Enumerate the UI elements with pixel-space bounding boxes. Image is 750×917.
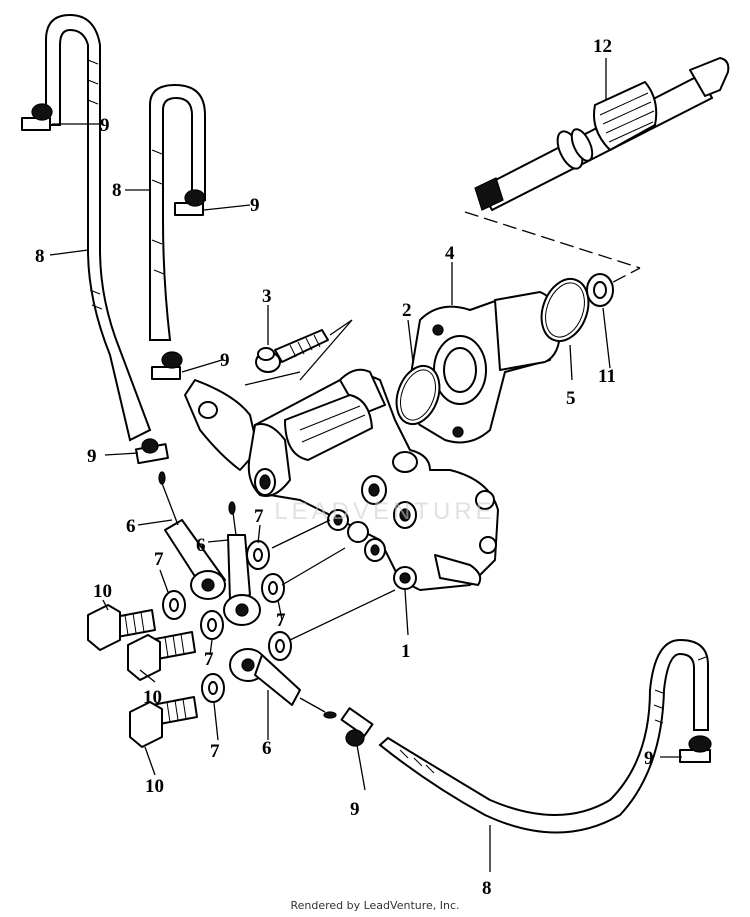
callout-9: 9 [250,195,260,216]
callout-11: 11 [598,366,616,387]
callout-5: 5 [566,388,576,409]
washer-7a [162,590,186,620]
callout-9: 9 [350,799,360,820]
oil-pump-body [184,368,499,591]
banjo-fitting-6c [229,648,337,719]
banjo-fitting-6b [223,501,261,626]
callout-6: 6 [262,738,272,759]
callout-8: 8 [35,246,45,267]
hose-clamp-9e [340,707,374,747]
hose-clamp-9f [679,735,712,763]
callout-8: 8 [112,180,122,201]
drive-shaft-gear [474,57,730,211]
bolt-3 [255,329,329,373]
banjo-fitting-6a [158,471,226,600]
callout-12: 12 [593,36,612,57]
callout-7: 7 [210,741,220,762]
washer-7c [201,673,225,703]
callout-2: 2 [402,300,412,321]
hose-clamp-9d [134,438,169,465]
callout-10: 10 [145,776,164,797]
oil-hose-left [45,13,152,442]
callout-9: 9 [644,748,654,769]
callout-9: 9 [100,115,110,136]
callout-7: 7 [204,649,214,670]
callout-10: 10 [93,581,112,602]
callout-7: 7 [276,610,286,631]
callout-7: 7 [254,506,264,527]
callout-9: 9 [87,446,97,467]
callout-1: 1 [401,641,411,662]
washer-7d [246,540,270,570]
oil-hose-middle [149,83,206,341]
banjo-bolt-10a [87,604,156,651]
callout-8: 8 [482,878,492,899]
callout-10: 10 [143,687,162,708]
footer-credit: Rendered by LeadVenture, Inc. [290,899,460,912]
banjo-bolt-10b [127,631,196,681]
callout-6: 6 [196,535,206,556]
callout-3: 3 [262,286,272,307]
banjo-bolt-10c [129,696,198,748]
callout-9: 9 [220,350,230,371]
callout-4: 4 [445,243,455,264]
washer-7f [268,631,292,661]
oil-hose-lower [378,638,709,834]
hose-clamp-9c [151,351,183,380]
hose-clamp-9a [21,103,53,131]
callout-6: 6 [126,516,136,537]
washer-7e [261,573,285,603]
washer-7b [200,610,224,640]
callout-7: 7 [154,549,164,570]
hose-clamp-9b [174,189,206,216]
